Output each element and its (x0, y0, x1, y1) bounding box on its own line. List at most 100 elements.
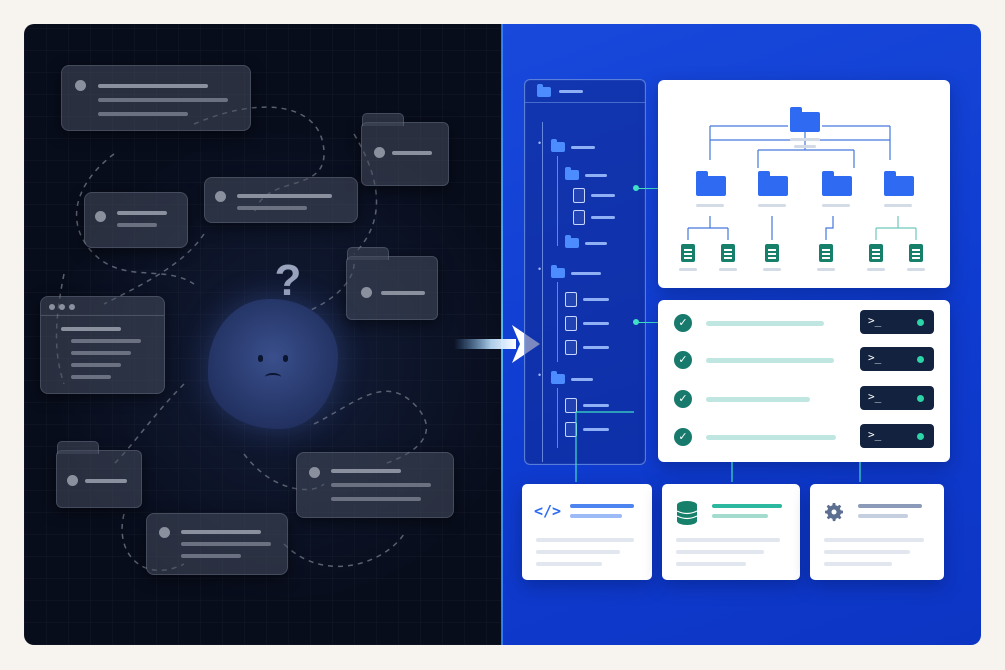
avatar-dot (75, 80, 86, 91)
task-checklist-card: ✓ >_ ✓ >_ ✓ >_ ✓ (658, 300, 950, 462)
check-icon: ✓ (674, 351, 692, 369)
file-icon (565, 340, 577, 355)
text-line (71, 351, 131, 355)
text-line (71, 375, 111, 379)
avatar-dot (215, 191, 226, 202)
folder-icon (565, 167, 579, 180)
chaos-panel: ? (24, 24, 502, 645)
document-icon (869, 244, 883, 262)
folder-icon (537, 84, 551, 97)
folder-icon (822, 171, 852, 196)
folder-hierarchy-card (658, 80, 950, 288)
folder-card-1 (361, 113, 449, 186)
document-icon (681, 244, 695, 262)
checklist-row: ✓ >_ (658, 424, 950, 454)
note-card-4 (296, 452, 454, 518)
text-line (181, 530, 261, 534)
file-tree-panel: • • • (524, 79, 646, 465)
note-card-3 (84, 192, 188, 248)
file-icon (565, 398, 577, 413)
database-card (662, 484, 800, 580)
terminal-icon: >_ (868, 428, 882, 441)
chevron-icon: • (538, 370, 542, 380)
file-icon (565, 316, 577, 331)
text-line (98, 112, 188, 116)
text-line (381, 291, 425, 295)
terminal-icon: >_ (868, 390, 882, 403)
text-line (61, 327, 121, 331)
note-card-5 (146, 513, 288, 575)
status-led (917, 433, 924, 440)
confused-character (208, 299, 338, 429)
folder-card-3 (56, 441, 142, 508)
terminal-button[interactable]: >_ (860, 347, 934, 371)
text-line (237, 194, 332, 198)
text-line (181, 554, 241, 558)
divider-line (501, 24, 503, 645)
text-line (331, 497, 421, 501)
folder-icon (758, 171, 788, 196)
chevron-icon: • (538, 264, 542, 274)
avatar-dot (159, 527, 170, 538)
folder-icon (551, 371, 565, 384)
window-card (40, 296, 165, 394)
text-line (237, 206, 307, 210)
database-icon (676, 501, 698, 525)
document-icon (909, 244, 923, 262)
gear-icon (825, 503, 843, 522)
document-icon (765, 244, 779, 262)
folder-icon (551, 265, 565, 278)
bottom-connectors (575, 411, 861, 482)
text-line (181, 542, 271, 546)
illustration-frame: ? (24, 24, 981, 645)
check-icon: ✓ (674, 428, 692, 446)
file-icon (573, 210, 585, 225)
tree-label (559, 90, 583, 93)
chevron-icon: • (538, 138, 542, 148)
text-line (85, 479, 127, 483)
text-line (98, 84, 208, 88)
folder-icon (551, 139, 565, 152)
checklist-row: ✓ >_ (658, 310, 950, 340)
checklist-row: ✓ >_ (658, 347, 950, 377)
document-icon (721, 244, 735, 262)
avatar-dot (95, 211, 106, 222)
text-line (117, 223, 157, 227)
terminal-button[interactable]: >_ (860, 310, 934, 334)
folder-card-2 (346, 247, 438, 320)
code-icon: </> (534, 502, 562, 520)
text-line (331, 469, 401, 473)
text-line (98, 98, 228, 102)
eye (258, 355, 263, 362)
folder-icon (565, 235, 579, 248)
folder-dot (67, 475, 78, 486)
folder-icon (696, 171, 726, 196)
note-card-1 (61, 65, 251, 131)
root-folder-icon (790, 107, 820, 132)
folder-dot (361, 287, 372, 298)
text-line (392, 151, 432, 155)
status-led (917, 395, 924, 402)
question-mark-icon: ? (274, 256, 302, 305)
code-card: </> (522, 484, 652, 580)
folder-icon (884, 171, 914, 196)
note-card-2 (204, 177, 358, 223)
terminal-icon: >_ (868, 351, 882, 364)
folder-dot (374, 147, 385, 158)
frown (265, 373, 281, 381)
text-line (331, 483, 431, 487)
terminal-button[interactable]: >_ (860, 424, 934, 448)
status-led (917, 319, 924, 326)
eye (283, 355, 288, 362)
avatar-dot (309, 467, 320, 478)
file-icon (573, 188, 585, 203)
terminal-icon: >_ (868, 314, 882, 327)
text-line (71, 363, 121, 367)
check-icon: ✓ (674, 314, 692, 332)
tree-header (525, 80, 645, 103)
checklist-row: ✓ >_ (658, 386, 950, 416)
terminal-button[interactable]: >_ (860, 386, 934, 410)
document-icon (819, 244, 833, 262)
text-line (117, 211, 167, 215)
text-line (71, 339, 141, 343)
